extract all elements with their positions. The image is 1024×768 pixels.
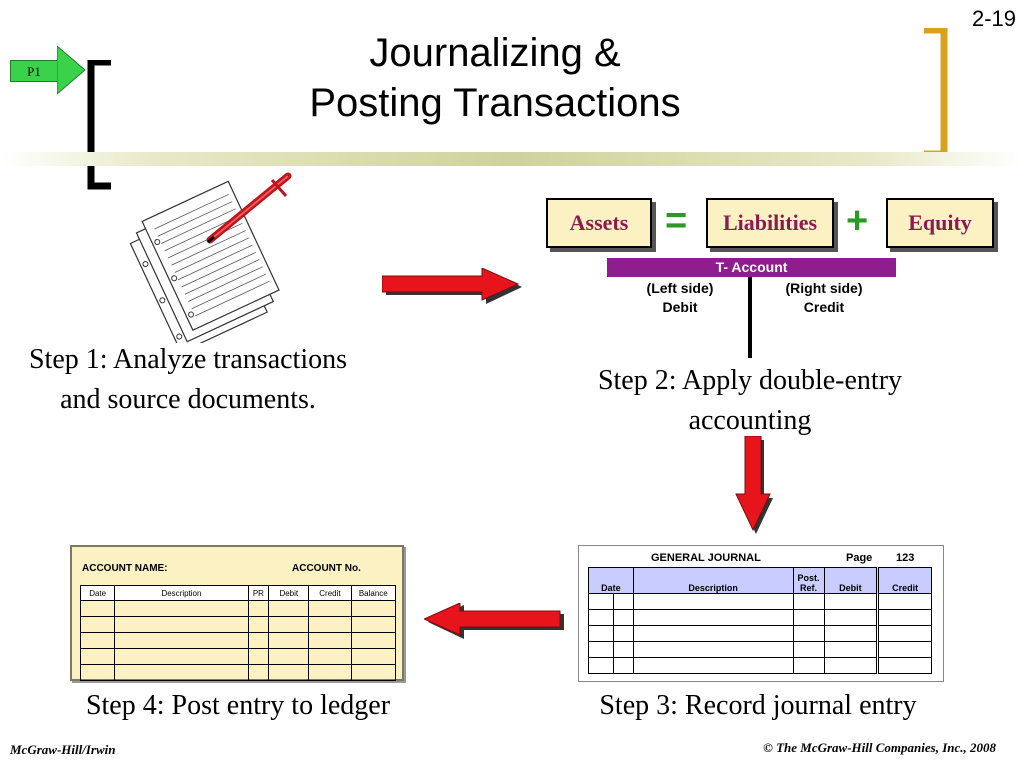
left-bracket-icon: [87, 60, 111, 190]
step-1-caption: Step 1: Analyze transactions and source …: [28, 344, 348, 415]
ledger-row: [79, 632, 397, 649]
journal-page-label: Page: [846, 552, 873, 564]
p1-badge: P1: [10, 60, 58, 82]
ledger-row: [79, 664, 397, 681]
ledger-col-pr: PR: [247, 585, 270, 601]
footer-copyright: © The McGraw-Hill Companies, Inc., 2008: [763, 740, 996, 755]
step-2-caption: Step 2: Apply double-entry accounting: [597, 365, 903, 436]
ledger-row: [79, 648, 397, 665]
ledger-account: ACCOUNT NAME: ACCOUNT No. Date Descripti…: [70, 545, 404, 681]
title-band: [0, 152, 1024, 166]
journal-row: [588, 593, 932, 610]
ledger-col-balance: Balance: [350, 585, 397, 601]
step-3-caption: Step 3: Record journal entry: [599, 690, 917, 721]
journal-row: [588, 657, 932, 674]
t-account-left-side: (Left side): [646, 280, 714, 296]
ledger-col-credit: Credit: [308, 585, 352, 601]
ledger-col-description: Description: [114, 585, 249, 601]
plus-sign: +: [846, 200, 869, 242]
journal-col-date: Date: [588, 567, 634, 594]
journal-table: Date Description Post. Ref. Debit Credit: [588, 567, 932, 674]
slide-title: Journalizing & Posting Transactions: [200, 28, 790, 128]
right-bracket-icon: [924, 28, 948, 158]
journal-row: [588, 641, 932, 658]
down-arrow-icon: [735, 436, 773, 534]
journal-title: GENERAL JOURNAL: [651, 552, 761, 564]
slide-number: 2-19: [971, 6, 1016, 31]
title-line-2: Posting Transactions: [309, 81, 681, 125]
ledger-account-name-label: ACCOUNT NAME:: [82, 563, 168, 574]
paper-stack-icon: [129, 180, 280, 343]
journal-page-number: 123: [896, 552, 915, 564]
journal-col-post-ref: Post. Ref.: [792, 567, 825, 594]
journal-col-debit: Debit: [823, 567, 880, 594]
pen-icon: [206, 172, 292, 244]
title-line-1: Journalizing &: [369, 31, 621, 75]
journal-row: [588, 609, 932, 626]
badge-arrow-icon: [57, 45, 86, 95]
ledger-row: [79, 600, 397, 617]
equals-sign: =: [665, 200, 688, 242]
t-account-right-side: (Right side): [785, 280, 863, 296]
t-account-divider: [748, 277, 752, 358]
footer-publisher: McGraw-Hill/Irwin: [10, 742, 116, 757]
left-arrow-icon: [424, 603, 564, 639]
t-account-debit: Debit: [662, 299, 698, 315]
ledger-col-debit: Debit: [268, 585, 310, 601]
equity-box: Equity: [886, 198, 994, 248]
ledger-row: [79, 616, 397, 633]
liabilities-box: Liabilities: [706, 198, 834, 248]
general-journal: GENERAL JOURNAL Page 123 Date Descriptio…: [578, 545, 944, 682]
journal-col-description: Description: [632, 567, 794, 594]
right-arrow-icon: [382, 268, 522, 304]
ledger-table: Date Description PR Debit Credit Balance: [79, 585, 397, 681]
ledger-account-no-label: ACCOUNT No.: [292, 563, 361, 574]
journal-col-credit: Credit: [877, 567, 932, 594]
t-account-credit: Credit: [803, 299, 845, 315]
ledger-col-date: Date: [79, 585, 116, 601]
assets-box: Assets: [546, 198, 652, 248]
t-account-header: T- Account: [607, 258, 896, 277]
step-4-caption: Step 4: Post entry to ledger: [85, 690, 391, 721]
journal-row: [588, 625, 932, 642]
